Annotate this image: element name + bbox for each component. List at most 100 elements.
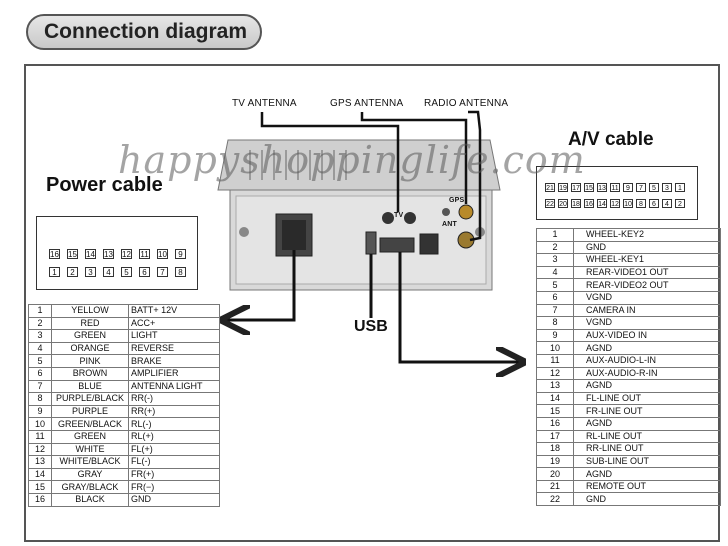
av-table-cell-n: 10	[536, 341, 574, 355]
av-table-cell-n: 15	[536, 404, 574, 418]
gps-antenna-wire	[360, 112, 468, 204]
connector-pin: 7	[636, 183, 646, 192]
connector-pin: 11	[139, 249, 150, 259]
tv-port-1	[382, 212, 394, 224]
power-table-cell-color: GREEN	[51, 429, 129, 444]
connector-pin: 17	[571, 183, 581, 192]
av-table-cell-n: 12	[536, 366, 574, 381]
av-table-cell-n: 7	[536, 303, 574, 318]
power-table-cell-n: 13	[28, 455, 52, 469]
connector-pin: 3	[662, 183, 672, 192]
power-table-cell-func: FR(+)	[128, 467, 220, 482]
connector-pin: 6	[649, 199, 659, 208]
power-table-cell-color: GREEN	[51, 329, 129, 343]
power-table-cell-func: ACC+	[128, 316, 220, 331]
power-table-cell-func: FL(+)	[128, 442, 220, 457]
connector-pin: 13	[103, 249, 114, 259]
power-table-cell-func: AMPLIFIER	[128, 366, 220, 381]
av-table-cell-n: 18	[536, 442, 574, 456]
usb-label: USB	[354, 318, 388, 335]
power-table-cell-color: RED	[51, 316, 129, 331]
av-table-cell-n: 9	[536, 328, 574, 343]
av-table-cell-n: 17	[536, 429, 574, 444]
ant-port-label: ANT	[442, 221, 457, 228]
power-table-cell-n: 6	[28, 366, 52, 381]
power-table-cell-n: 7	[28, 379, 52, 394]
tv-port-label: TV	[394, 212, 404, 219]
power-table-cell-func: RR(-)	[128, 392, 220, 406]
connector-pin: 1	[49, 267, 60, 277]
power-table-cell-n: 8	[28, 392, 52, 406]
connector-pin: 5	[121, 267, 132, 277]
av-table-cell-n: 20	[536, 467, 574, 481]
power-table-cell-n: 3	[28, 329, 52, 343]
av-cable-arrow	[398, 252, 520, 362]
av-table-cell-func: CAMERA IN	[573, 303, 721, 318]
power-table-cell-n: 1	[28, 304, 52, 318]
power-table-cell-func: RR(+)	[128, 404, 220, 419]
power-table-cell-func: GND	[128, 492, 220, 507]
connector-pin: 22	[545, 199, 555, 208]
connector-pin: 12	[121, 249, 132, 259]
connector-pin: 15	[584, 183, 594, 192]
connector-pin: 20	[558, 199, 568, 208]
connector-pin: 2	[67, 267, 78, 277]
power-table-cell-color: PINK	[51, 354, 129, 368]
connector-pin: 7	[157, 267, 168, 277]
power-table-cell-n: 11	[28, 429, 52, 444]
power-table-cell-color: BROWN	[51, 366, 129, 381]
av-table-cell-func: AUX-AUDIO-R-IN	[573, 366, 721, 381]
av-table-cell-func: WHEEL-KEY2	[573, 228, 721, 242]
connector-pin: 8	[636, 199, 646, 208]
av-table-cell-n: 21	[536, 479, 574, 494]
power-table-cell-color: WHITE/BLACK	[51, 455, 129, 469]
power-table-cell-func: FR(−)	[128, 480, 220, 494]
av-table-cell-n: 4	[536, 265, 574, 280]
av-table-cell-func: AGND	[573, 341, 721, 355]
av-table-cell-func: AUX-VIDEO IN	[573, 328, 721, 343]
av-table-cell-func: REMOTE OUT	[573, 479, 721, 494]
connector-pin: 12	[610, 199, 620, 208]
power-table-cell-color: PURPLE	[51, 404, 129, 419]
av-table-cell-func: REAR-VIDEO1 OUT	[573, 265, 721, 280]
connector-pin: 4	[103, 267, 114, 277]
diagram-title: Connection diagram	[26, 14, 262, 50]
tv-port-2	[404, 212, 416, 224]
av-table-cell-n: 14	[536, 391, 574, 406]
gps-port-label: GPS	[449, 197, 465, 204]
connector-pin: 10	[157, 249, 168, 259]
connector-pin: 9	[623, 183, 633, 192]
power-table-cell-n: 2	[28, 316, 52, 331]
power-table-cell-func: BRAKE	[128, 354, 220, 368]
connector-pin: 2	[675, 199, 685, 208]
av-cable-heading: A/V cable	[568, 129, 654, 150]
radio-antenna-wire	[468, 110, 482, 242]
connector-pin: 16	[584, 199, 594, 208]
head-unit-top	[217, 139, 501, 191]
av-socket	[379, 237, 415, 253]
power-table-cell-color: GRAY	[51, 467, 129, 482]
av-table-cell-func: AGND	[573, 379, 721, 393]
connector-pin: 9	[175, 249, 186, 259]
power-table-cell-n: 5	[28, 354, 52, 368]
av-table-cell-n: 1	[536, 228, 574, 242]
